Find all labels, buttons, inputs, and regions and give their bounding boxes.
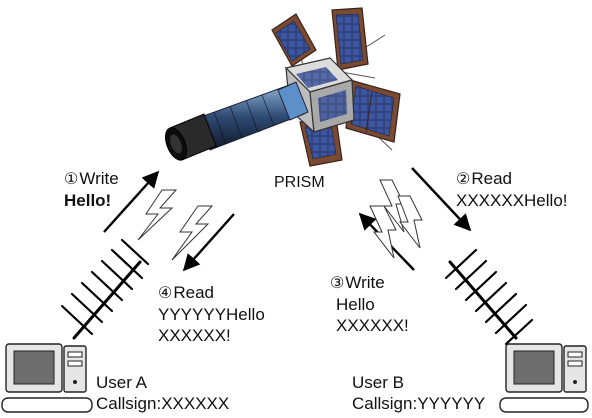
lightning-icon xyxy=(379,179,405,233)
solar-panel-lower-left xyxy=(299,117,343,167)
step-3-action: Write xyxy=(345,273,385,292)
step-1-line-1: Hello! xyxy=(64,191,112,210)
step-3-number: ③ xyxy=(330,275,345,292)
computer-user-a xyxy=(1,343,93,413)
step-4-line-2: XXXXXX! xyxy=(158,326,231,345)
step-2-number: ② xyxy=(456,171,471,188)
user-a-label: User A Callsign:XXXXXX xyxy=(96,372,229,414)
solar-panel-upper-left xyxy=(271,13,317,67)
step-1-label: ①Write Hello! xyxy=(64,168,119,211)
step-4-line-1: YYYYYYHello xyxy=(158,305,265,324)
lightning-icon xyxy=(369,205,397,259)
computer-user-b xyxy=(499,343,589,413)
step-3-label: ③Write Hello XXXXXX! xyxy=(330,272,409,336)
arrow-write-up-left xyxy=(103,170,160,233)
tower-icon xyxy=(63,345,87,393)
step-1-number: ① xyxy=(64,171,79,188)
step-4-label: ④Read YYYYYYHello XXXXXX! xyxy=(158,282,265,346)
keyboard-icon xyxy=(1,397,93,413)
step-2-action: Read xyxy=(471,169,512,188)
satellite-illustration xyxy=(165,7,401,167)
yagi-antenna-right xyxy=(444,248,534,346)
keyboard-icon xyxy=(499,397,589,413)
lightning-icon xyxy=(397,195,423,249)
solar-panel-upper-right xyxy=(331,7,369,71)
lightning-symbols-left xyxy=(137,189,214,261)
step-4-action: Read xyxy=(173,283,214,302)
tower-icon xyxy=(563,345,587,393)
lightning-symbols-right xyxy=(369,179,423,259)
satellite-boom xyxy=(165,81,309,161)
monitor-icon xyxy=(505,343,563,393)
user-b-callsign: Callsign:YYYYYY xyxy=(352,394,486,413)
step-2-line-1: XXXXXXHello! xyxy=(456,191,568,210)
user-b-name: User B xyxy=(352,373,404,392)
user-b-label: User B Callsign:YYYYYY xyxy=(352,372,485,414)
monitor-icon xyxy=(5,343,63,393)
step-3-line-2: XXXXXX! xyxy=(336,316,409,335)
lightning-icon xyxy=(137,189,178,241)
user-a-name: User A xyxy=(96,373,148,392)
step-3-line-1: Hello xyxy=(336,295,375,314)
step-1-action: Write xyxy=(79,169,119,188)
arrow-read-down-left xyxy=(182,213,235,272)
arrow-read-down-right xyxy=(411,167,472,232)
satellite-name-label: PRISM xyxy=(274,174,325,191)
lightning-icon xyxy=(171,205,214,261)
solar-panel-lower-right xyxy=(345,79,401,143)
step-4-number: ④ xyxy=(158,285,173,302)
user-a-callsign: Callsign:XXXXXX xyxy=(96,394,230,413)
yagi-antenna-left xyxy=(60,238,150,340)
step-2-label: ②Read XXXXXXHello! xyxy=(456,168,568,211)
